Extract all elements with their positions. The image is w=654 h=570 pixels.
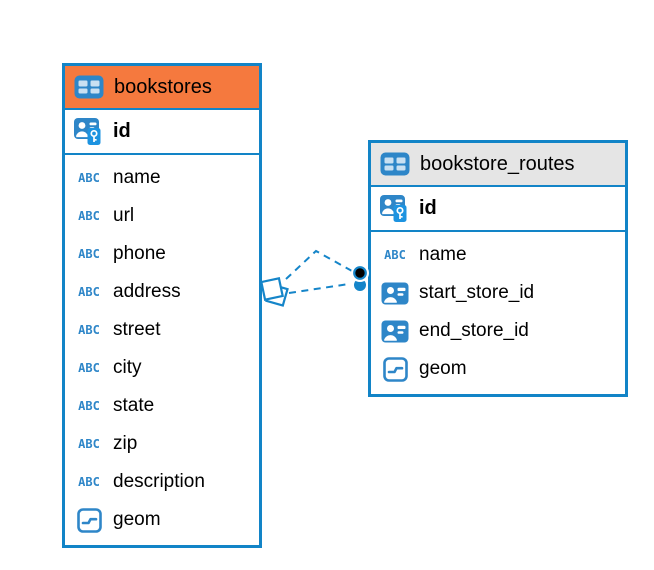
geometry-line-icon xyxy=(73,507,105,533)
column-row-pk[interactable]: id xyxy=(371,187,625,232)
column-name: phone xyxy=(113,243,166,264)
text-type-icon: ABC xyxy=(78,285,100,299)
geometry-line-icon xyxy=(379,356,411,382)
column-row[interactable]: ABC description xyxy=(65,463,259,501)
column-row[interactable]: ABC phone xyxy=(65,235,259,273)
column-row[interactable]: geom xyxy=(371,350,625,388)
user-card-icon xyxy=(379,320,411,343)
column-name: start_store_id xyxy=(419,282,535,303)
relationship-line-upper xyxy=(285,249,353,280)
relationship-source-diamond-marker xyxy=(260,277,289,307)
text-type-icon: ABC xyxy=(78,437,100,451)
column-row[interactable]: ABC zip xyxy=(65,425,259,463)
table-bookstores-columns: ABC name ABC url ABC phone ABC address A… xyxy=(65,155,259,543)
relationship-target-circle-markers xyxy=(351,264,369,291)
column-row[interactable]: ABC city xyxy=(65,349,259,387)
column-name: state xyxy=(113,395,155,416)
table-grid-icon xyxy=(379,152,411,176)
text-type-icon: ABC xyxy=(78,323,100,337)
column-row[interactable]: ABC url xyxy=(65,197,259,235)
column-name: geom xyxy=(113,509,161,530)
table-bookstore-routes-columns: ABC name start_store_id xyxy=(371,232,625,392)
table-bookstore-routes[interactable]: bookstore_routes id ABC name xyxy=(368,140,628,397)
column-name: address xyxy=(113,281,181,302)
column-name: url xyxy=(113,205,135,226)
column-name: id xyxy=(113,120,131,142)
column-row[interactable]: ABC name xyxy=(65,159,259,197)
table-title: bookstores xyxy=(114,75,212,98)
column-row[interactable]: start_store_id xyxy=(371,274,625,312)
table-title: bookstore_routes xyxy=(420,152,575,175)
column-name: geom xyxy=(419,358,467,379)
column-name: zip xyxy=(113,433,138,454)
column-row[interactable]: ABC state xyxy=(65,387,259,425)
column-name: id xyxy=(419,197,437,219)
column-name: street xyxy=(113,319,161,340)
column-name: end_store_id xyxy=(419,320,529,341)
user-card-key-icon xyxy=(73,116,105,147)
column-row[interactable]: ABC name xyxy=(371,236,625,274)
column-row[interactable]: ABC address xyxy=(65,273,259,311)
text-type-icon: ABC xyxy=(78,475,100,489)
table-bookstores-header[interactable]: bookstores xyxy=(65,66,259,110)
text-type-icon: ABC xyxy=(78,247,100,261)
column-name: city xyxy=(113,357,142,378)
column-row-pk[interactable]: id xyxy=(65,110,259,155)
table-bookstores[interactable]: bookstores id ABC name xyxy=(62,63,262,548)
column-row[interactable]: end_store_id xyxy=(371,312,625,350)
column-name: name xyxy=(113,167,161,188)
column-name: description xyxy=(113,471,205,492)
relationship-line-lower xyxy=(288,283,350,294)
column-row[interactable]: ABC street xyxy=(65,311,259,349)
text-type-icon: ABC xyxy=(78,209,100,223)
text-type-icon: ABC xyxy=(78,361,100,375)
column-row[interactable]: geom xyxy=(65,501,259,539)
text-type-icon: ABC xyxy=(78,399,100,413)
user-card-key-icon xyxy=(379,193,411,224)
column-name: name xyxy=(419,244,467,265)
text-type-icon: ABC xyxy=(384,248,406,262)
table-grid-icon xyxy=(73,75,105,99)
table-bookstore-routes-header[interactable]: bookstore_routes xyxy=(371,143,625,187)
user-card-icon xyxy=(379,282,411,305)
text-type-icon: ABC xyxy=(78,171,100,185)
